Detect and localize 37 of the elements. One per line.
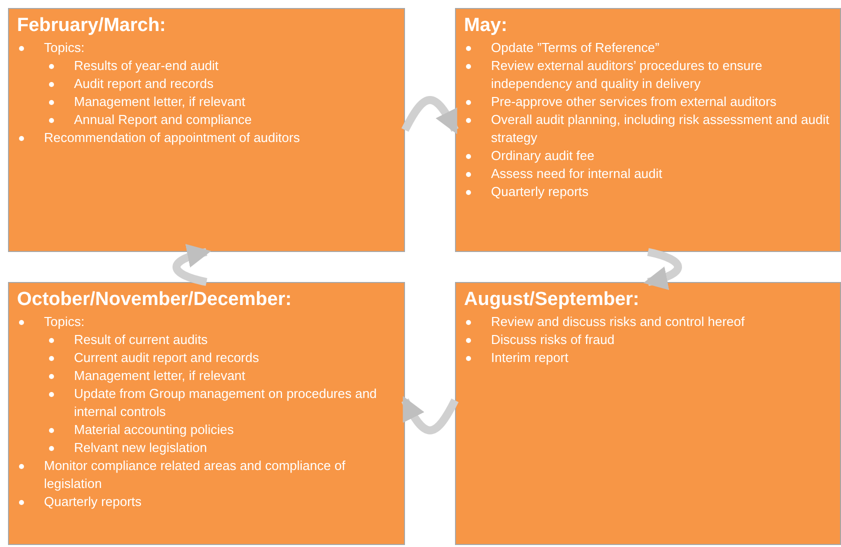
- period-heading: October/November/December:: [17, 288, 293, 312]
- agenda-item: Results of year-end audit: [74, 57, 219, 75]
- cycle-arrow: [401, 96, 459, 134]
- agenda-item: Interim report: [491, 349, 568, 367]
- agenda-item: Assess need for internal audit: [491, 165, 662, 183]
- agenda-item: Quarterly reports: [44, 493, 142, 511]
- agenda-item: Management letter, if relevant: [74, 367, 246, 385]
- agenda-item: Current audit report and records: [74, 349, 259, 367]
- agenda-item: Review and discuss risks and control hereof: [491, 313, 745, 331]
- month-box: [8, 8, 405, 252]
- agenda-item: Opdate ”Terms of Reference”: [491, 39, 660, 57]
- agenda-item: Annual Report and compliance: [74, 111, 252, 129]
- month-box: [8, 282, 405, 545]
- agenda-item: Result of current audits: [74, 331, 208, 349]
- agenda-item: Recommendation of appointment of auditors: [44, 129, 300, 147]
- cycle-arrow: [401, 396, 459, 434]
- period-heading: May:: [464, 14, 508, 38]
- agenda-item: Topics:: [44, 39, 84, 57]
- period-heading: August/September:: [464, 288, 640, 312]
- month-box: [455, 8, 841, 252]
- agenda-item: Relvant new legislation: [74, 439, 207, 457]
- cycle-arrow: [643, 248, 682, 290]
- agenda-item: Update from Group management on procedures and internal controls: [74, 385, 378, 421]
- agenda-item: Monitor compliance related areas and compliance of legislation: [44, 457, 346, 493]
- cycle-arrow: [172, 244, 212, 286]
- agenda-item: Pre-approve other services from external auditors: [491, 93, 776, 111]
- agenda-item: Overall audit planning, including risk assessment and audit strategy: [491, 111, 830, 147]
- agenda-item: Discuss risks of fraud: [491, 331, 615, 349]
- month-box: [455, 282, 841, 545]
- agenda-item: Audit report and records: [74, 75, 214, 93]
- period-heading: February/March:: [17, 14, 167, 38]
- agenda-item: Topics:: [44, 313, 84, 331]
- agenda-item: Ordinary audit fee: [491, 147, 594, 165]
- agenda-item: Management letter, if relevant: [74, 93, 246, 111]
- agenda-item: Review external auditors’ procedures to ensure independency and quality in delivery: [491, 57, 764, 93]
- agenda-item: Quarterly reports: [491, 183, 589, 201]
- agenda-item: Material accounting policies: [74, 421, 234, 439]
